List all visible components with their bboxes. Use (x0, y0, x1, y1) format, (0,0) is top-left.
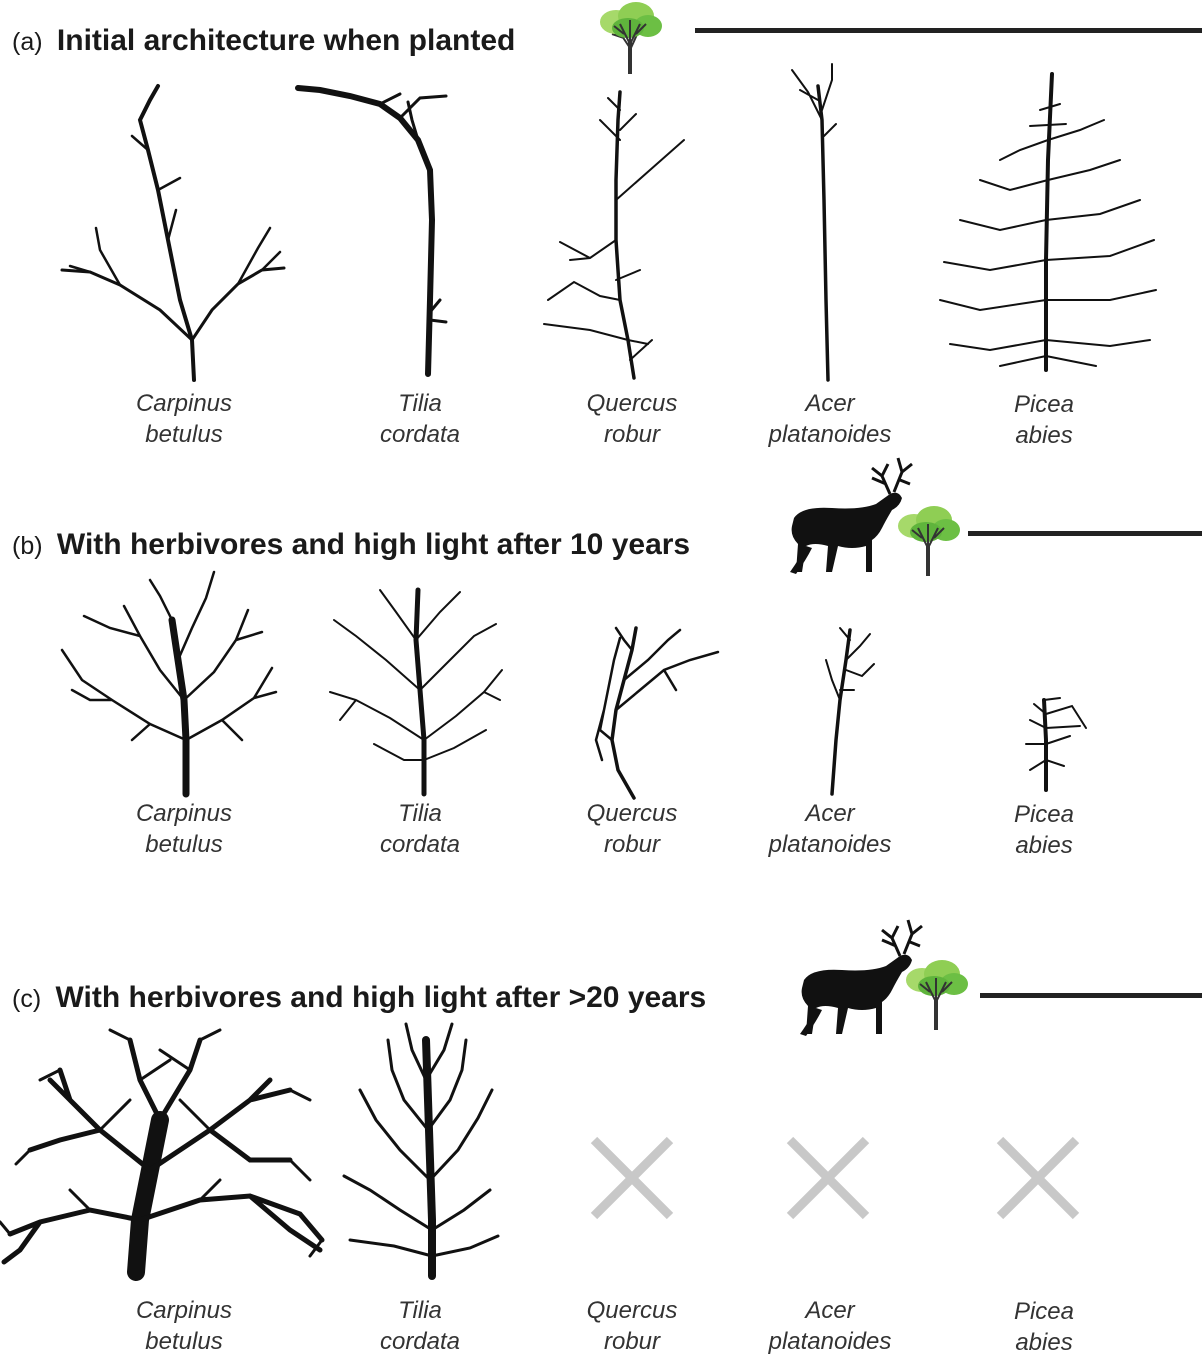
genus-name: Carpinus (94, 388, 274, 419)
genus-name: Carpinus (94, 798, 274, 829)
epithet-name: robur (542, 419, 722, 450)
acer-absent-cross-icon (790, 1140, 866, 1216)
genus-name: Carpinus (94, 1295, 274, 1326)
species-label: Picea abies (954, 389, 1134, 451)
sapling-tree-icon (600, 2, 662, 74)
epithet-name: betulus (94, 419, 274, 450)
genus-name: Tilia (330, 798, 510, 829)
epithet-name: abies (954, 830, 1134, 861)
sapling-tree-icon (906, 960, 968, 1030)
genus-name: Acer (740, 1295, 920, 1326)
genus-name: Quercus (542, 798, 722, 829)
genus-name: Tilia (330, 1295, 510, 1326)
tilia-initial-tree (298, 88, 446, 374)
deer-icon (800, 920, 922, 1036)
epithet-name: robur (542, 829, 722, 860)
epithet-name: abies (954, 420, 1134, 451)
picea-absent-cross-icon (1000, 1140, 1076, 1216)
species-label: Quercus robur (542, 798, 722, 860)
species-label: Acer platanoides (740, 388, 920, 450)
species-label: Carpinus betulus (94, 1295, 274, 1357)
genus-name: Tilia (330, 388, 510, 419)
carpinus-10yr-tree (62, 572, 276, 794)
epithet-name: betulus (94, 1326, 274, 1357)
genus-name: Acer (740, 798, 920, 829)
genus-name: Picea (954, 389, 1134, 420)
acer-10yr-tree (826, 628, 874, 794)
species-label: Quercus robur (542, 388, 722, 450)
deer-icon (790, 458, 912, 574)
species-label: Carpinus betulus (94, 388, 274, 450)
epithet-name: robur (542, 1326, 722, 1357)
genus-name: Acer (740, 388, 920, 419)
epithet-name: cordata (330, 1326, 510, 1357)
genus-name: Picea (954, 1296, 1134, 1327)
quercus-10yr-tree (596, 628, 718, 798)
tilia-20yr-tree (344, 1024, 498, 1276)
epithet-name: platanoides (740, 419, 920, 450)
genus-name: Quercus (542, 388, 722, 419)
tilia-10yr-tree (330, 590, 502, 794)
species-label: Quercus robur (542, 1295, 722, 1357)
epithet-name: platanoides (740, 1326, 920, 1357)
epithet-name: abies (954, 1327, 1134, 1358)
species-label: Acer platanoides (740, 1295, 920, 1357)
carpinus-20yr-tree (0, 1030, 322, 1272)
acer-initial-tree (792, 64, 836, 380)
genus-name: Picea (954, 799, 1134, 830)
species-label: Picea abies (954, 799, 1134, 861)
species-label: Picea abies (954, 1296, 1134, 1358)
quercus-absent-cross-icon (594, 1140, 670, 1216)
epithet-name: betulus (94, 829, 274, 860)
picea-initial-tree (940, 74, 1156, 370)
species-label: Acer platanoides (740, 798, 920, 860)
species-label: Tilia cordata (330, 1295, 510, 1357)
picea-10yr-tree (1026, 698, 1086, 790)
sapling-tree-icon (898, 506, 960, 576)
carpinus-initial-tree (62, 86, 284, 380)
species-label: Tilia cordata (330, 388, 510, 450)
genus-name: Quercus (542, 1295, 722, 1326)
quercus-initial-tree (544, 92, 684, 378)
epithet-name: platanoides (740, 829, 920, 860)
epithet-name: cordata (330, 829, 510, 860)
species-label: Carpinus betulus (94, 798, 274, 860)
species-label: Tilia cordata (330, 798, 510, 860)
epithet-name: cordata (330, 419, 510, 450)
